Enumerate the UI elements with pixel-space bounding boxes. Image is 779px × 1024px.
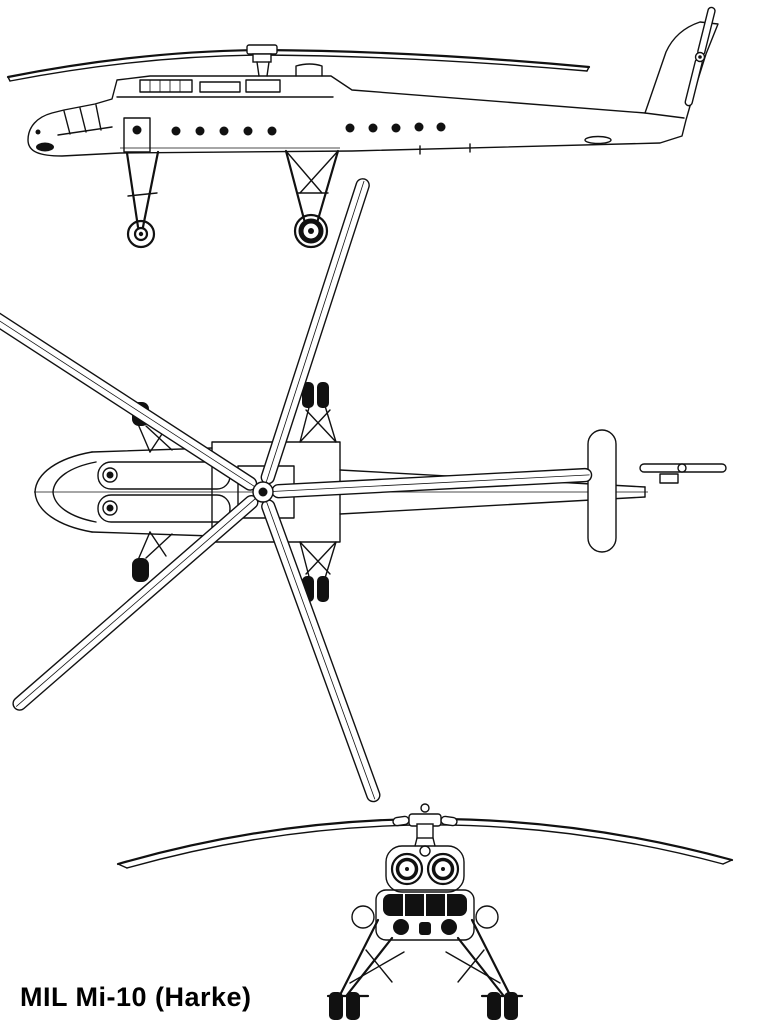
rear-landing-gear-side (284, 149, 340, 249)
cockpit-front (351, 889, 499, 941)
top-view (0, 178, 727, 803)
cabin-windows (132, 122, 446, 136)
rotor-head-front (392, 803, 458, 847)
front-view (116, 803, 734, 1020)
engine-cowl-front (385, 845, 465, 893)
cabin-door (123, 117, 151, 153)
main-rotor-blades-top (0, 178, 593, 803)
front-landing-gear-side (125, 150, 160, 249)
fuselage-side (27, 21, 719, 157)
cockpit-glazing (35, 104, 113, 152)
main-rotor-side (6, 44, 591, 82)
rotor-hub (246, 44, 278, 55)
drawing-title: MIL Mi-10 (Harke) (20, 982, 252, 1012)
stabilizer-side (584, 135, 612, 145)
left-wheel-pair (329, 992, 343, 1020)
tail-rotor-side (684, 6, 716, 107)
side-view (6, 6, 719, 249)
main-rotor-hub-top (252, 481, 274, 503)
roof-details (139, 63, 323, 93)
nose-blister (36, 142, 54, 152)
stabilizer-top (587, 429, 617, 553)
landing-gear-front (326, 918, 524, 1020)
right-wheel-pair (487, 992, 501, 1020)
tail-rotor-top (639, 463, 727, 484)
